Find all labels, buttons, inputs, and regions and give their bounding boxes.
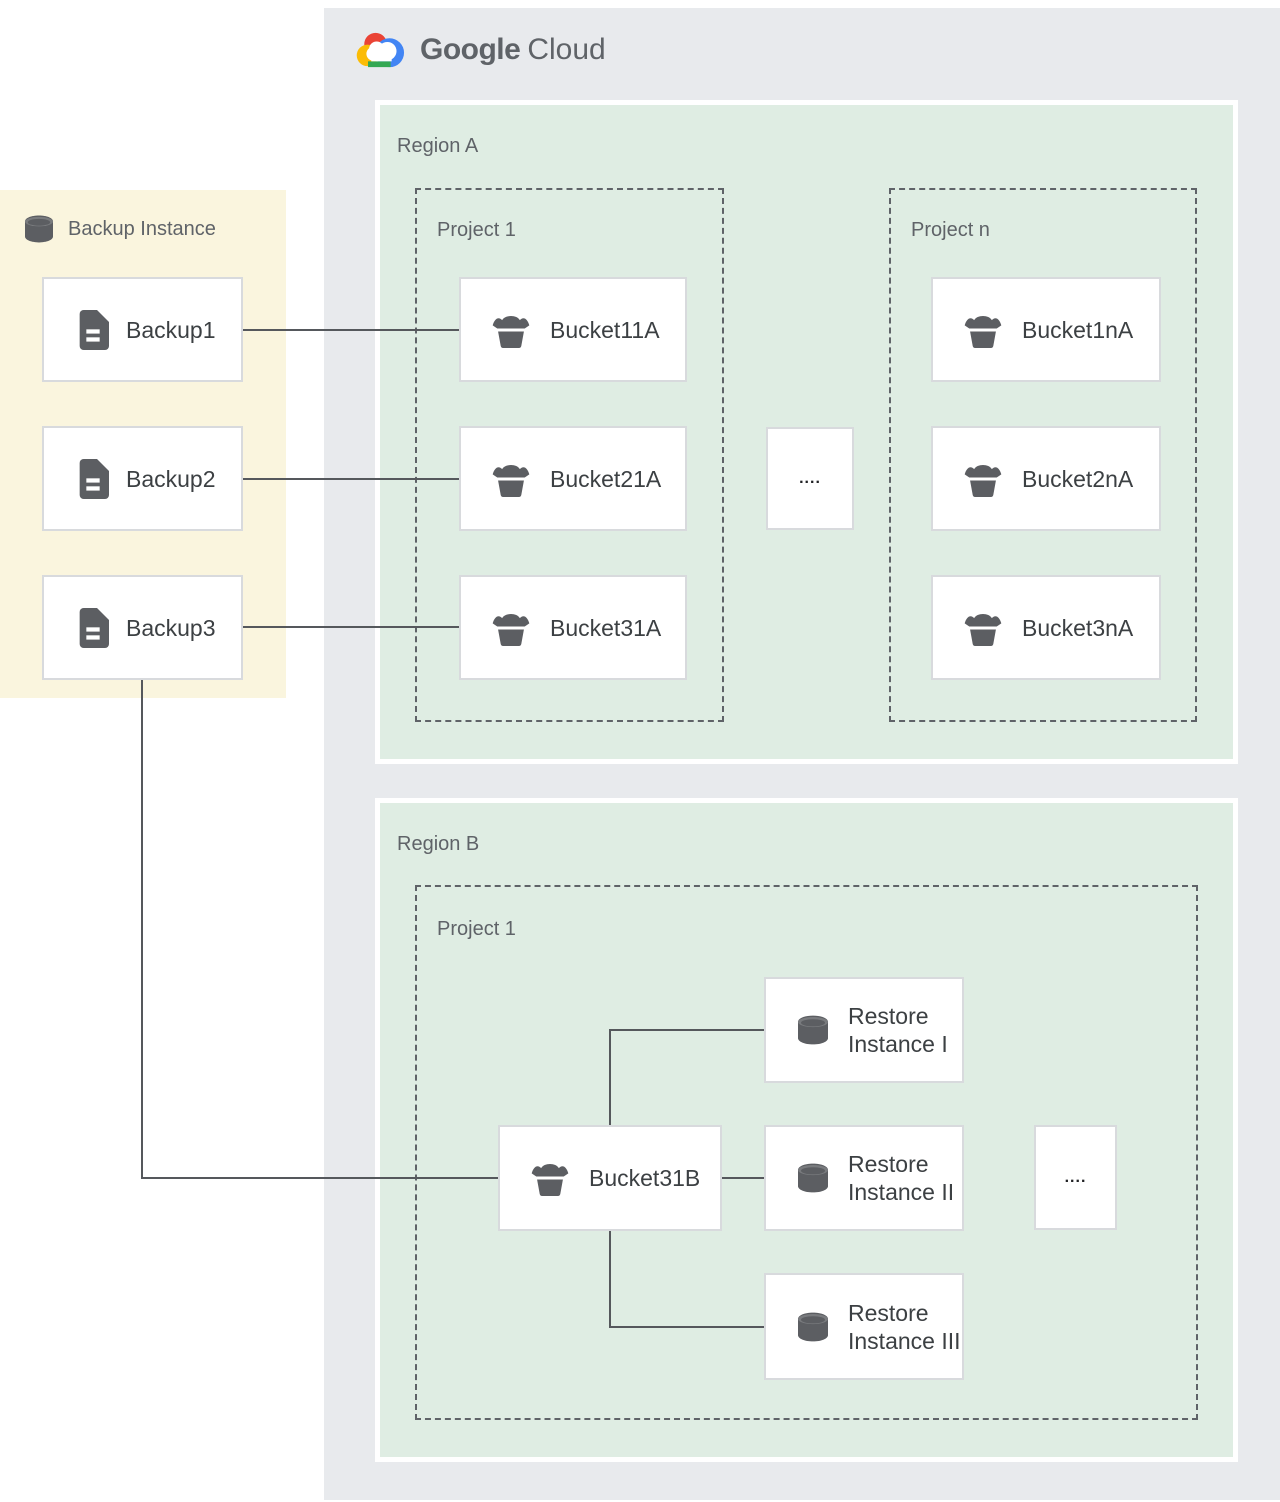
region-a-project1-box [415, 188, 724, 722]
backup-panel-header: Backup Instance [20, 215, 216, 243]
bucket2na-label: Bucket2nA [1022, 465, 1134, 492]
bucket31a-label: Bucket31A [550, 614, 662, 641]
restore-instance-1-node: Restore Instance I [764, 977, 964, 1083]
region-a-ellipsis-node: .... [766, 427, 854, 530]
restore-instance-1-label: Restore Instance I [848, 1002, 948, 1058]
restore-instance-3-label: Restore Instance III [848, 1299, 961, 1355]
bucket21a-node: Bucket21A [459, 426, 687, 531]
connector-backup3-down [141, 680, 143, 1179]
region-b-project1-box [415, 885, 1198, 1420]
restore-3-line1: Restore [848, 1299, 929, 1326]
bucket-icon [963, 610, 1003, 646]
connector-backup3-bucket31a [243, 626, 459, 628]
region-a-project1-label: Project 1 [437, 219, 516, 241]
connector-bucket31b-up [609, 1029, 611, 1125]
bucket11a-node: Bucket11A [459, 277, 687, 382]
region-b-label: Region B [397, 833, 480, 855]
restore-instance-3-node: Restore Instance III [764, 1273, 964, 1380]
document-icon [77, 459, 109, 499]
bucket11a-label: Bucket11A [550, 316, 660, 343]
bucket-icon [530, 1160, 570, 1196]
region-b-ellipsis-node: .... [1034, 1125, 1117, 1230]
region-a-projectn-label: Project n [911, 219, 990, 241]
bucket31b-node: Bucket31B [498, 1125, 722, 1231]
restore-1-line2: Instance I [848, 1031, 948, 1057]
backup2-label: Backup2 [126, 465, 216, 492]
google-cloud-logo-icon [355, 28, 409, 71]
bucket3na-label: Bucket3nA [1022, 614, 1134, 641]
bucket31a-node: Bucket31A [459, 575, 687, 680]
restore-2-line1: Restore [848, 1151, 929, 1177]
database-icon [795, 1312, 831, 1342]
document-icon [77, 608, 109, 648]
bucket-icon [963, 461, 1003, 497]
connector-bucket31b-restore2 [722, 1177, 764, 1179]
connector-backup2-bucket21a [243, 478, 459, 480]
document-icon [77, 310, 109, 350]
backup3-label: Backup3 [126, 614, 216, 641]
brand-google: Google [420, 32, 521, 66]
region-b-project1-label: Project 1 [437, 918, 516, 940]
bucket31b-label: Bucket31B [589, 1165, 701, 1191]
restore-1-line1: Restore [848, 1003, 929, 1029]
backup2-node: Backup2 [42, 426, 243, 531]
backup1-label: Backup1 [126, 316, 216, 343]
restore-instance-2-label: Restore Instance II [848, 1150, 954, 1206]
restore-instance-2-node: Restore Instance II [764, 1125, 964, 1231]
bucket2na-node: Bucket2nA [931, 426, 1161, 531]
bucket21a-label: Bucket21A [550, 465, 662, 492]
database-icon [795, 1163, 831, 1193]
backup3-node: Backup3 [42, 575, 243, 680]
backup-panel-title: Backup Instance [68, 218, 216, 240]
bucket1na-node: Bucket1nA [931, 277, 1161, 382]
connector-bucket31b-restore3 [609, 1326, 764, 1328]
brand-cloud: Cloud [527, 32, 606, 66]
database-icon [795, 1015, 831, 1045]
bucket-icon [491, 461, 531, 497]
connector-bucket31b-restore1 [609, 1029, 764, 1031]
bucket3na-node: Bucket3nA [931, 575, 1161, 680]
bucket-icon [963, 312, 1003, 348]
bucket1na-label: Bucket1nA [1022, 316, 1134, 343]
bucket-icon [491, 312, 531, 348]
restore-3-line2: Instance III [848, 1327, 961, 1354]
backup1-node: Backup1 [42, 277, 243, 382]
restore-2-line2: Instance II [848, 1179, 955, 1205]
bucket-icon [491, 610, 531, 646]
database-icon [20, 215, 58, 243]
connector-bucket31b-down [609, 1231, 611, 1328]
region-a-label: Region A [397, 135, 479, 157]
connector-backup1-bucket11a [243, 329, 459, 331]
connector-backup3-bucket31b [141, 1177, 498, 1179]
region-a-projectn-box [889, 188, 1197, 722]
